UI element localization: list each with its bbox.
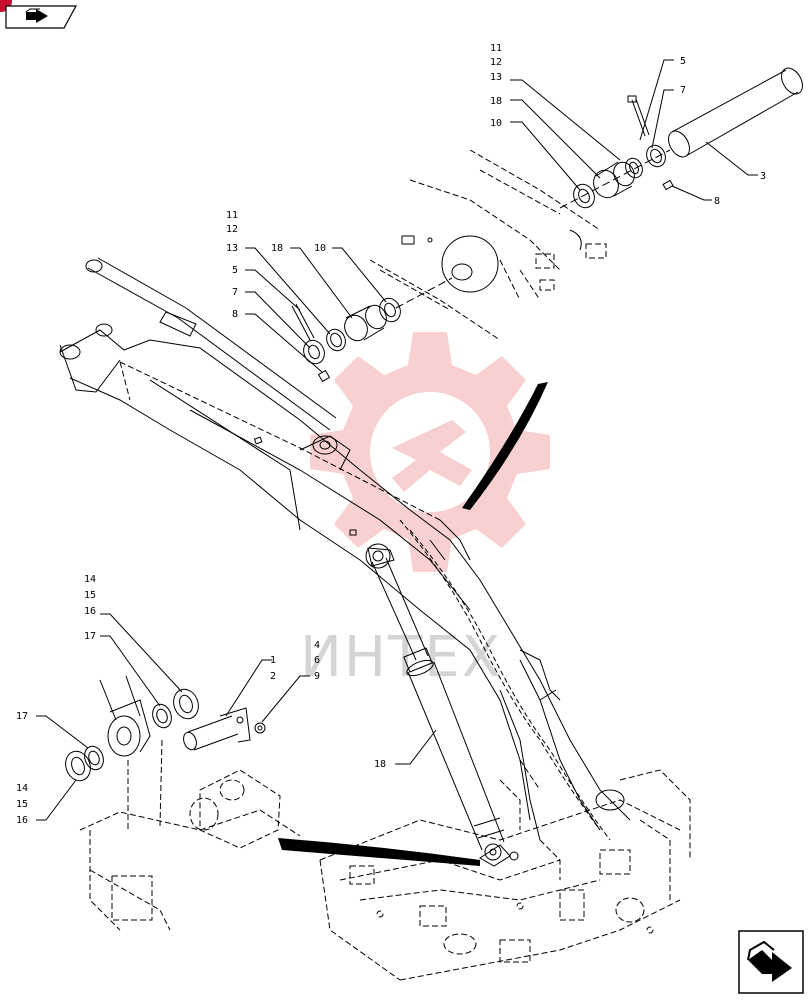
callout-8-mid: 8 <box>232 309 238 320</box>
callout-11-top: 11 <box>490 43 502 54</box>
bracket-boss <box>441 235 499 293</box>
flow-arrow-upper <box>462 382 548 510</box>
callout-14-lower: 14 <box>16 783 28 794</box>
base-frame <box>79 769 301 931</box>
flow-arrow-lower <box>278 838 480 866</box>
callout-11-mid: 11 <box>226 210 238 221</box>
callout-16-upper: 16 <box>84 606 96 617</box>
callout-4: 4 <box>314 640 320 651</box>
arrow-right-icon <box>747 940 792 982</box>
cylinder-foot-pin-parts <box>65 675 266 830</box>
watermark-text: ИНТЕХ <box>300 625 502 690</box>
boom-center-pin-parts <box>291 277 453 383</box>
callout-17-upper: 17 <box>84 631 96 642</box>
callout-17-lower: 17 <box>16 711 28 722</box>
boom-foot-pin-parts <box>559 67 803 209</box>
arrow-left-icon <box>25 8 48 23</box>
callout-6: 6 <box>314 655 320 666</box>
boom-cylinder <box>365 543 519 867</box>
boom-assembly <box>59 257 631 841</box>
callout-5-top: 5 <box>680 56 686 67</box>
watermark-logo <box>310 332 550 572</box>
callout-16-lower: 16 <box>16 815 28 826</box>
callout-7-top: 7 <box>680 85 686 96</box>
callout-18-cylinder: 18 <box>374 759 386 770</box>
callout-12-mid: 12 <box>226 224 238 235</box>
callout-1: 1 <box>270 655 276 666</box>
callout-12-top: 12 <box>490 57 502 68</box>
previous-page-button[interactable] <box>4 4 78 30</box>
callout-7-mid: 7 <box>232 287 238 298</box>
boom-mount-bracket <box>369 149 607 341</box>
callout-15-upper: 15 <box>84 590 96 601</box>
callout-13-mid: 13 <box>226 243 238 254</box>
upper-structure <box>319 759 691 981</box>
leader-lines <box>36 59 758 821</box>
callout-10-mid: 10 <box>314 243 326 254</box>
callout-10-top: 10 <box>490 118 502 129</box>
callout-3: 3 <box>760 171 766 182</box>
next-page-button[interactable] <box>738 930 804 994</box>
callout-18-top: 18 <box>490 96 502 107</box>
callout-18-mid: 18 <box>271 243 283 254</box>
callout-14-upper: 14 <box>84 574 96 585</box>
callout-9: 9 <box>314 671 320 682</box>
callout-13-top: 13 <box>490 72 502 83</box>
callout-5-mid: 5 <box>232 265 238 276</box>
callout-2: 2 <box>270 671 276 682</box>
callout-15-lower: 15 <box>16 799 28 810</box>
callout-8-top: 8 <box>714 196 720 207</box>
